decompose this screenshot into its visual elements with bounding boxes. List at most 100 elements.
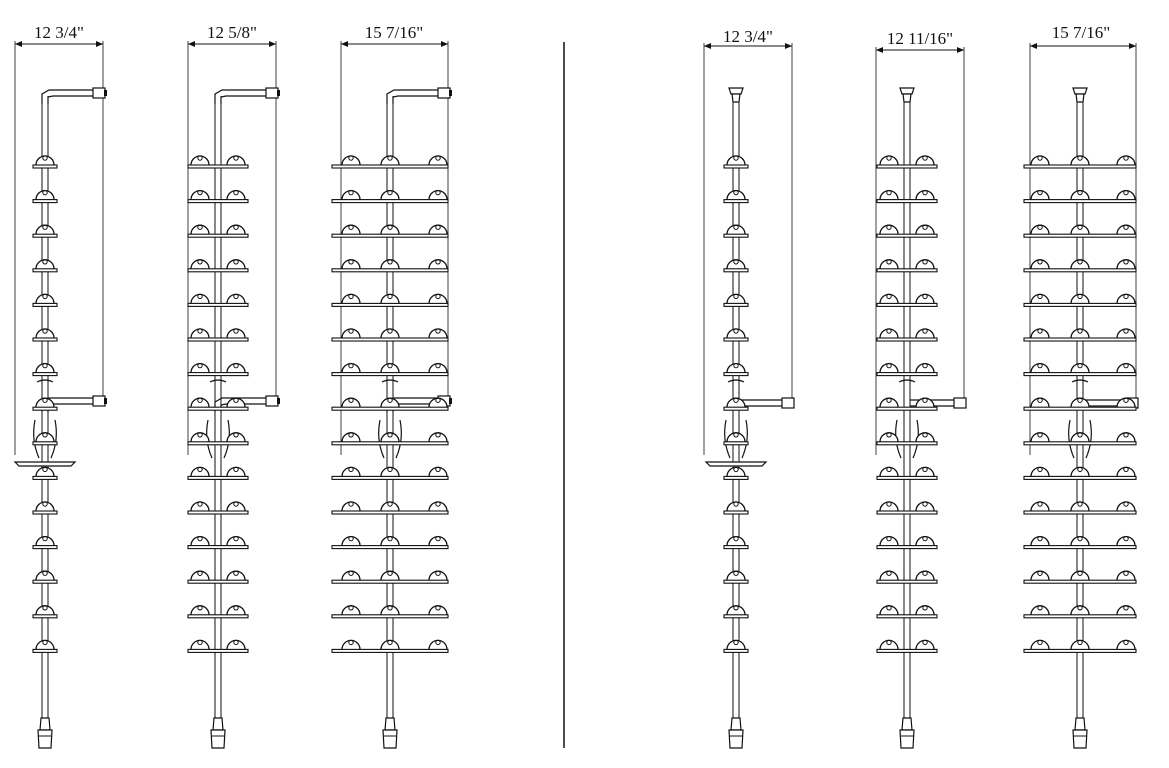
- bottle-row: [1023, 639, 1137, 653]
- bottle: [1030, 224, 1050, 235]
- bottle: [341, 293, 361, 304]
- bottle: [915, 639, 935, 650]
- bottle: [726, 432, 746, 442]
- bottle: [380, 293, 400, 304]
- bottle-row: [1023, 605, 1137, 619]
- bottle-row: [32, 155, 58, 169]
- mid-bracket: [206, 379, 230, 459]
- bottle-row: [187, 639, 249, 653]
- bottle: [35, 570, 55, 581]
- bottle: [380, 501, 400, 512]
- bottle: [726, 155, 746, 166]
- mid-bracket: [704, 379, 768, 467]
- rack-left-2: [187, 41, 280, 749]
- bottle: [428, 570, 448, 581]
- bottle: [1070, 535, 1090, 546]
- bottle: [1070, 155, 1090, 166]
- bottle: [1116, 466, 1136, 477]
- bottle-row: [331, 224, 449, 238]
- bottle: [879, 432, 899, 442]
- bottle: [1070, 639, 1090, 650]
- bottle: [35, 259, 55, 269]
- bottle-row: [32, 605, 58, 619]
- bottle-row: [876, 155, 938, 169]
- bottle: [915, 466, 935, 477]
- width-dimension: [14, 41, 104, 455]
- width-dimension: [340, 41, 449, 455]
- bottle-row: [32, 362, 58, 377]
- bottle-row: [876, 362, 938, 377]
- rack-left-1: [13, 41, 107, 749]
- bottle-row: [331, 605, 449, 619]
- bottle: [1030, 259, 1050, 269]
- bottle: [190, 639, 210, 650]
- bottle-row: [1023, 466, 1137, 480]
- bottle: [190, 224, 210, 235]
- bottle: [1116, 293, 1136, 304]
- bottle: [380, 397, 400, 408]
- bottle: [879, 259, 899, 269]
- bottle: [380, 259, 400, 269]
- bottle: [1116, 259, 1136, 269]
- bottle-row: [723, 224, 749, 238]
- bottle: [1030, 328, 1050, 339]
- bottle: [226, 293, 246, 304]
- bottle: [341, 535, 361, 546]
- mid-wall-arm: [739, 397, 795, 409]
- top-wall-arm: [214, 87, 280, 104]
- bottle: [726, 535, 746, 546]
- bottle-row: [723, 155, 749, 169]
- left-group: 12 3/4" 12 5/8" 15 7/16": [13, 23, 452, 749]
- bottle: [915, 328, 935, 339]
- bottle: [190, 605, 210, 615]
- bottle: [726, 362, 746, 373]
- bottle: [190, 362, 210, 373]
- bottle: [915, 293, 935, 304]
- bottle: [1116, 605, 1136, 615]
- floor-foot: [210, 717, 226, 749]
- bottle: [879, 535, 899, 546]
- width-dimension: [875, 47, 965, 455]
- bottle: [380, 639, 400, 650]
- mid-bracket: [895, 379, 919, 459]
- bottle: [726, 224, 746, 235]
- bottle: [428, 639, 448, 650]
- bottle: [226, 155, 246, 166]
- bottle: [341, 259, 361, 269]
- bottle-row: [723, 501, 749, 515]
- bottle: [428, 328, 448, 339]
- bottle: [380, 189, 400, 200]
- bottle-row: [331, 189, 449, 204]
- bottle: [428, 293, 448, 304]
- bottle: [35, 535, 55, 546]
- bottle: [915, 189, 935, 200]
- bottle: [1070, 570, 1090, 581]
- bottle: [879, 224, 899, 235]
- bottle: [190, 501, 210, 512]
- bottle: [428, 224, 448, 235]
- bottle-row: [1023, 397, 1137, 411]
- bottle-row: [723, 189, 749, 204]
- bottle: [879, 605, 899, 615]
- rack-left-3-width-label: 15 7/16": [365, 23, 423, 42]
- bottle: [1116, 328, 1136, 339]
- bottle-row: [331, 293, 449, 307]
- bottle: [1070, 397, 1090, 408]
- bottle: [1070, 293, 1090, 304]
- bottle-row: [32, 432, 58, 446]
- bottle: [1070, 259, 1090, 269]
- bottle-row: [32, 639, 58, 653]
- bottle-row: [1023, 362, 1137, 377]
- bottle-row: [723, 639, 749, 653]
- bottle: [226, 605, 246, 615]
- bottle-row: [32, 189, 58, 204]
- bottle: [341, 501, 361, 512]
- bottle: [915, 362, 935, 373]
- bottle: [35, 155, 55, 166]
- right-group: 12 3/4" 12 11/16" 15 7/16": [703, 23, 1139, 749]
- bottle: [1070, 501, 1090, 512]
- ceiling-cap: [728, 87, 744, 103]
- bottle: [879, 570, 899, 581]
- floor-foot: [37, 717, 53, 749]
